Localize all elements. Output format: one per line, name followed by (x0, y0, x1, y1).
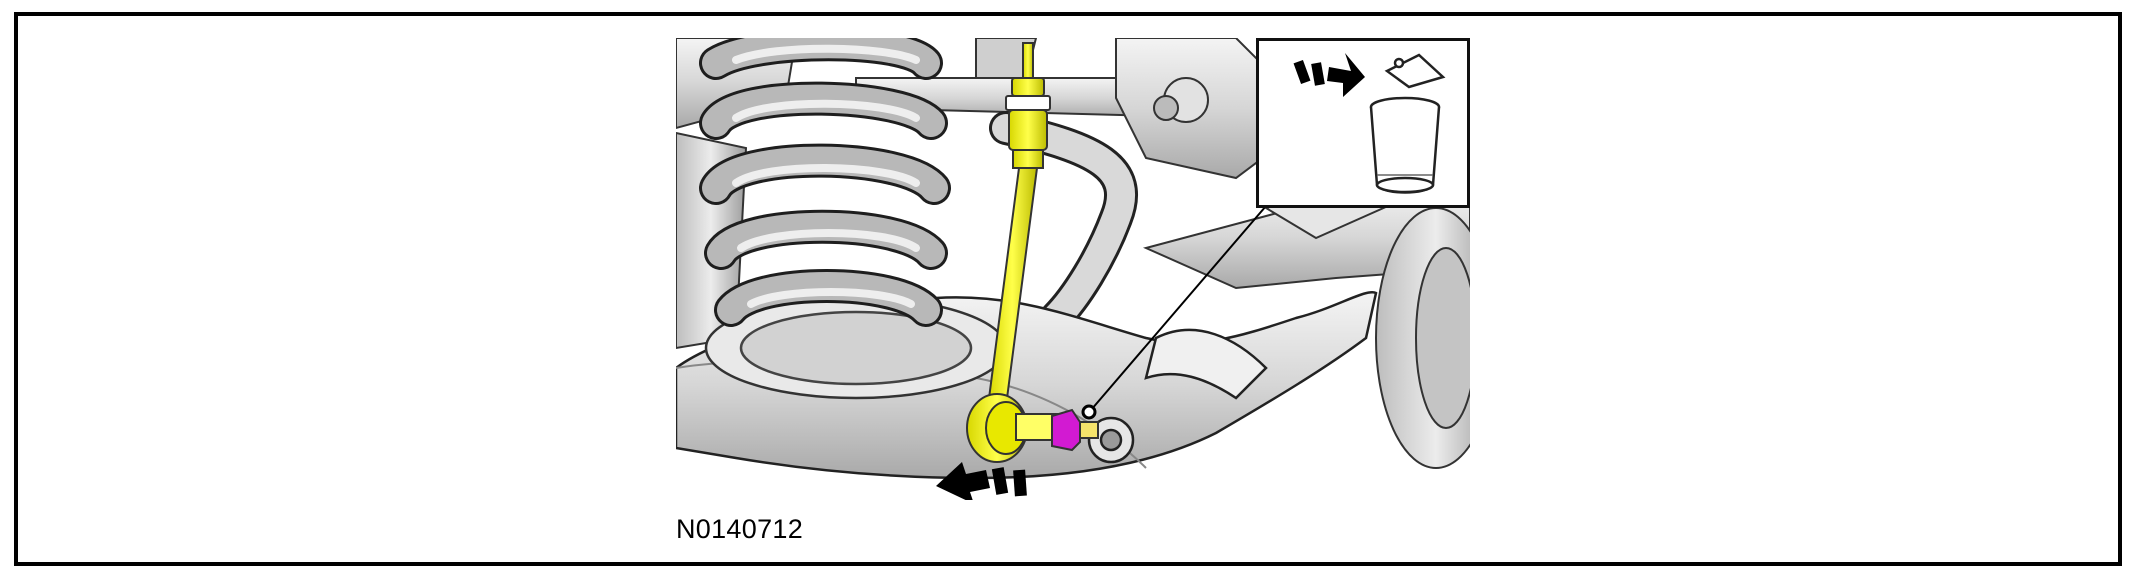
suspension-illustration (676, 38, 1470, 500)
trash-can-icon (1369, 53, 1446, 194)
callout-leader (1081, 205, 1267, 420)
stabilizer-bar (989, 111, 1138, 335)
discard-diagram (1293, 53, 1446, 194)
removal-arrow-icon (936, 462, 1027, 500)
stabilizer-link (966, 42, 1059, 463)
figure-id-label: N0140712 (676, 514, 804, 544)
nut (1051, 408, 1099, 452)
discard-arrow-icon (1293, 53, 1365, 97)
suspension-drawing (676, 38, 1470, 500)
discard-inset (1256, 38, 1470, 208)
coil-spring (699, 38, 951, 327)
